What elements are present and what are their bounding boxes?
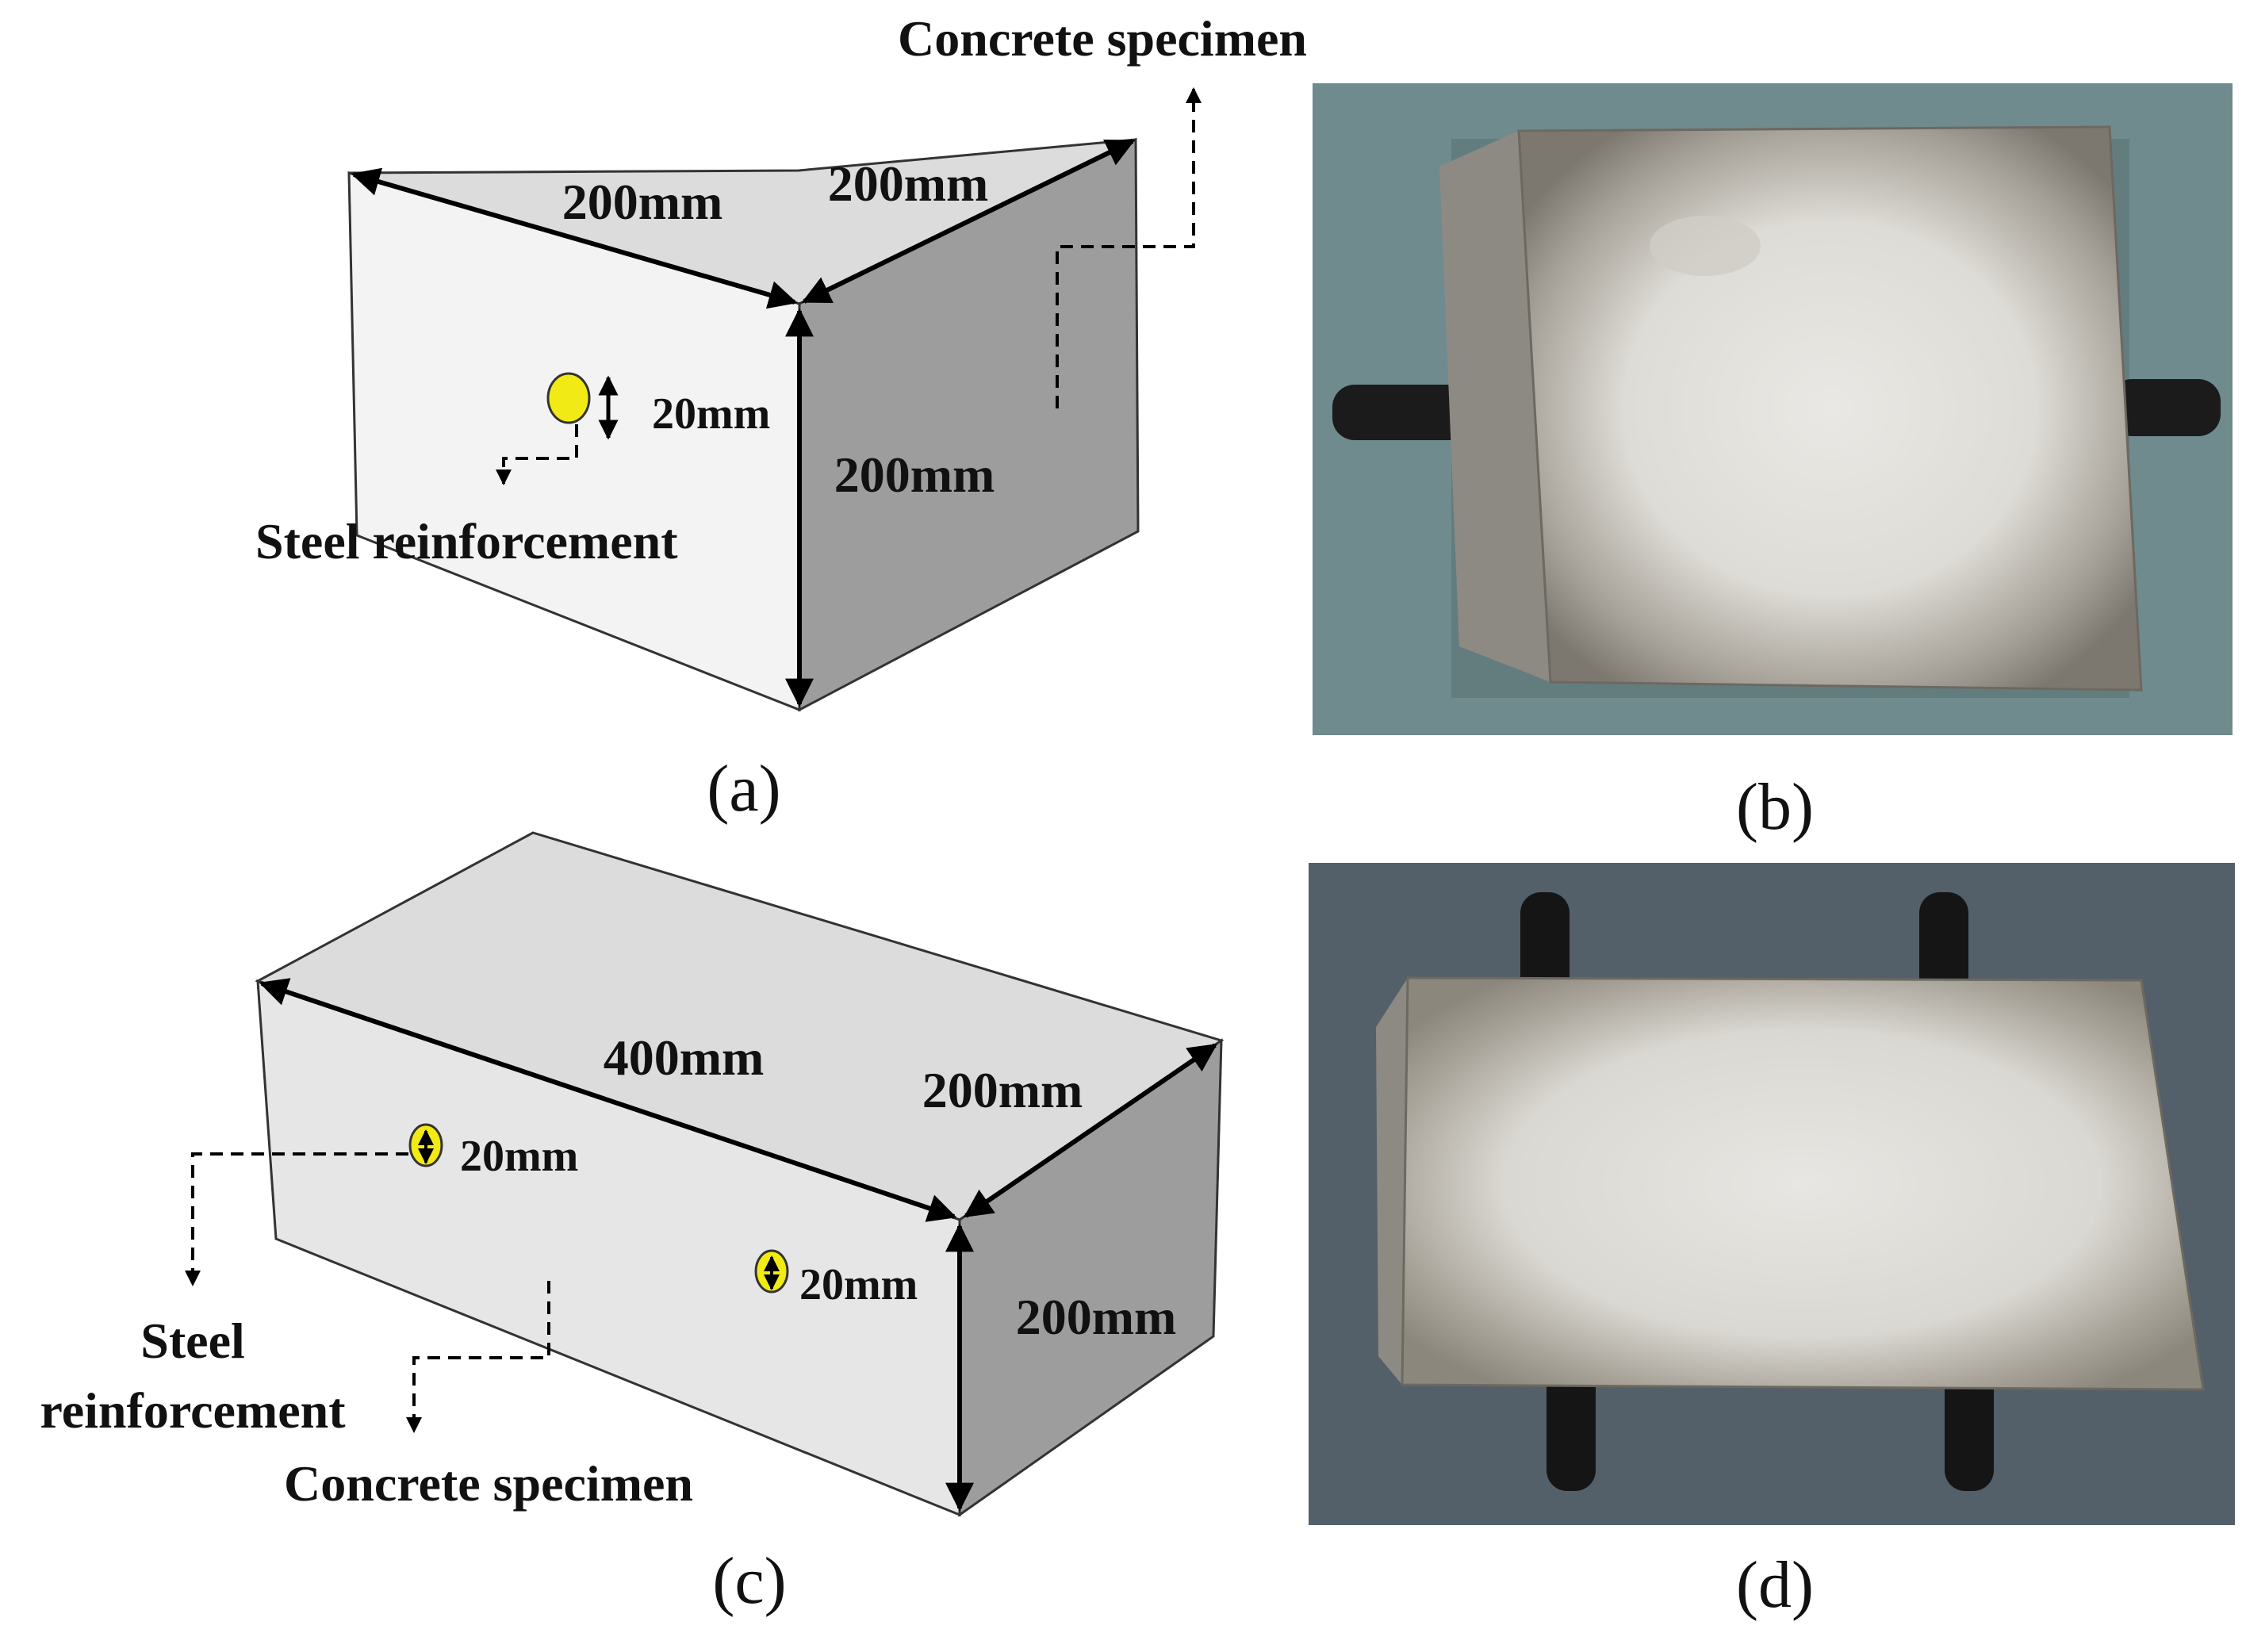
leader-c-concrete	[406, 1281, 550, 1433]
concrete-b-top	[1517, 125, 2143, 692]
leader-c-steel	[185, 1152, 408, 1286]
caption-d: (d)	[1736, 1548, 1814, 1622]
concrete-d-top	[1401, 976, 2205, 1391]
label-c-steel-line2: reinforcement	[40, 1382, 346, 1439]
caption-b: (b)	[1736, 770, 1814, 844]
dim-arrow-a-width	[351, 167, 798, 309]
label-c-steel-line1: Steel	[140, 1313, 245, 1369]
dim-label-a-width: 200mm	[562, 174, 723, 230]
dim-label-c-height: 200mm	[1016, 1289, 1177, 1345]
dim-label-c-cover-left: 20mm	[460, 1132, 578, 1181]
dim-label-c-depth: 200mm	[922, 1062, 1083, 1118]
dim-arrow-c-length	[259, 978, 957, 1222]
dim-label-a-cover: 20mm	[652, 389, 770, 439]
panel-a-diagram: 200mm 200mm 200mm 20mm Steel reinforceme…	[255, 10, 1307, 826]
panel-b-photo: (b)	[1313, 83, 2233, 844]
dim-arrow-a-depth	[801, 139, 1136, 304]
caption-c: (c)	[712, 1544, 786, 1618]
rebar-a-end	[546, 372, 591, 424]
dim-label-a-height: 200mm	[834, 447, 995, 503]
label-a-concrete: Concrete specimen	[898, 10, 1307, 67]
leader-a-concrete	[1056, 87, 1202, 408]
panel-c-diagram: 400mm 200mm 200mm 20mm 20mm Steel reinfo…	[40, 831, 1225, 1618]
concrete-b-side	[1439, 131, 1550, 682]
label-a-steel: Steel reinforcement	[255, 513, 678, 569]
caption-a: (a)	[707, 752, 780, 826]
dim-arrow-c-depth	[964, 1043, 1217, 1218]
label-c-concrete: Concrete specimen	[284, 1455, 693, 1512]
dim-label-a-depth: 200mm	[828, 155, 989, 212]
leader-a-steel	[496, 424, 578, 485]
dim-label-c-length: 400mm	[604, 1029, 765, 1086]
panel-d-photo: (d)	[1309, 863, 2235, 1622]
concrete-b-stain	[1650, 216, 1761, 276]
concrete-d-side	[1376, 978, 1408, 1385]
dim-label-c-cover-right: 20mm	[799, 1260, 918, 1309]
rebar-b-right-stub	[2110, 379, 2221, 436]
